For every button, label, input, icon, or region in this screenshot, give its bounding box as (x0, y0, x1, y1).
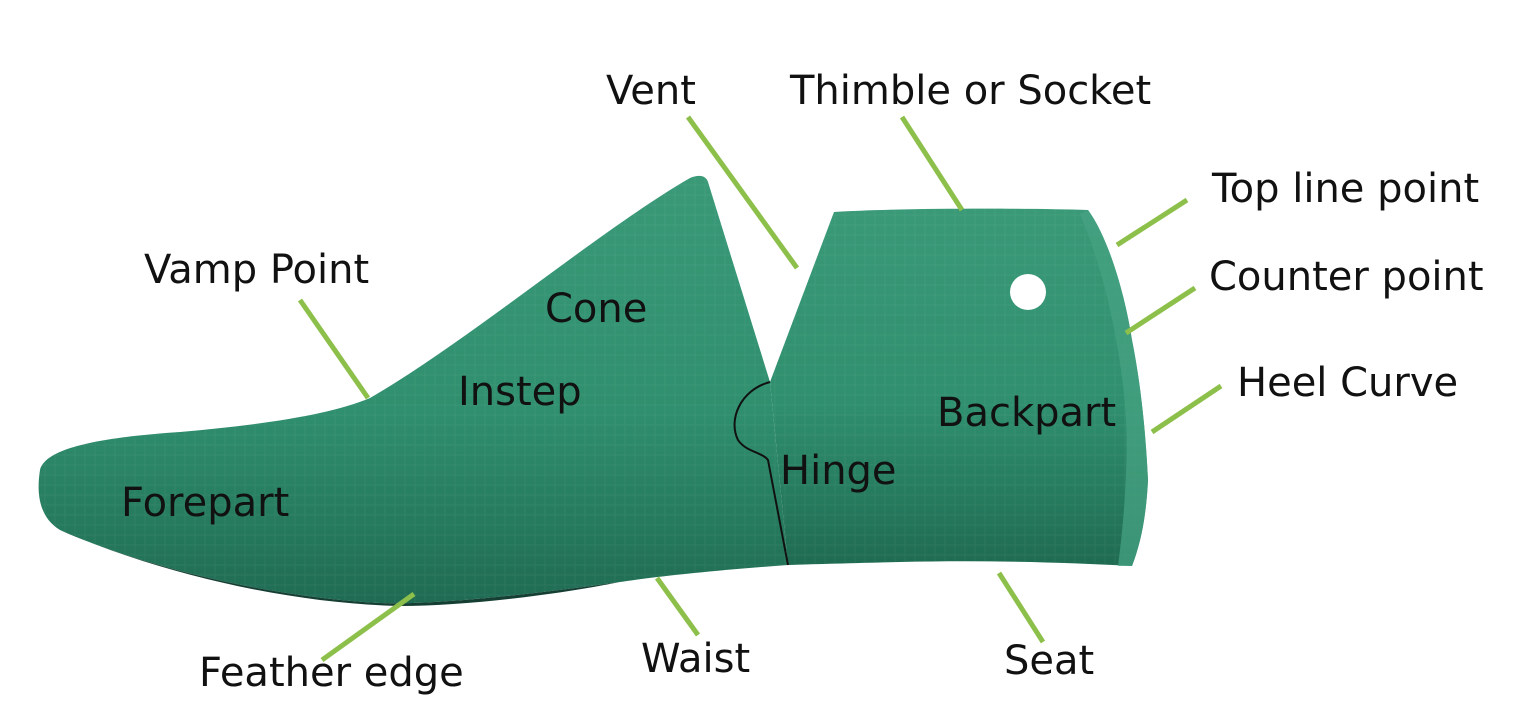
label-counter-point: Counter point (1209, 254, 1484, 300)
leader-heel-curve (1150, 383, 1223, 435)
thimble-hole (1010, 274, 1046, 310)
label-top-line-point: Top line point (1211, 166, 1479, 212)
label-backpart: Backpart (937, 390, 1116, 436)
label-vent: Vent (606, 68, 696, 114)
leader-top-line-point (1115, 197, 1189, 248)
leader-feather-edge (320, 591, 416, 663)
label-instep: Instep (458, 369, 582, 415)
label-feather-edge: Feather edge (199, 650, 464, 696)
leader-counter-point (1124, 285, 1197, 336)
leader-vamp-point (297, 298, 371, 400)
leader-thimble (899, 115, 965, 212)
label-cone: Cone (545, 286, 647, 332)
leader-waist (654, 576, 701, 637)
label-seat: Seat (1004, 638, 1094, 684)
leader-seat (996, 571, 1046, 644)
labels: Vent Thimble or Socket Top line point Co… (121, 68, 1484, 696)
label-vamp-point: Vamp Point (144, 247, 369, 293)
leader-lines (297, 115, 1223, 663)
label-forepart: Forepart (121, 480, 289, 526)
label-waist: Waist (641, 636, 750, 682)
label-hinge: Hinge (780, 448, 897, 494)
hinge-line (733, 381, 789, 566)
heel-side-plane (1080, 210, 1148, 566)
label-thimble: Thimble or Socket (789, 68, 1151, 114)
leader-vent (685, 115, 800, 270)
label-heel-curve: Heel Curve (1237, 360, 1458, 406)
shoe-last (38, 175, 1148, 606)
